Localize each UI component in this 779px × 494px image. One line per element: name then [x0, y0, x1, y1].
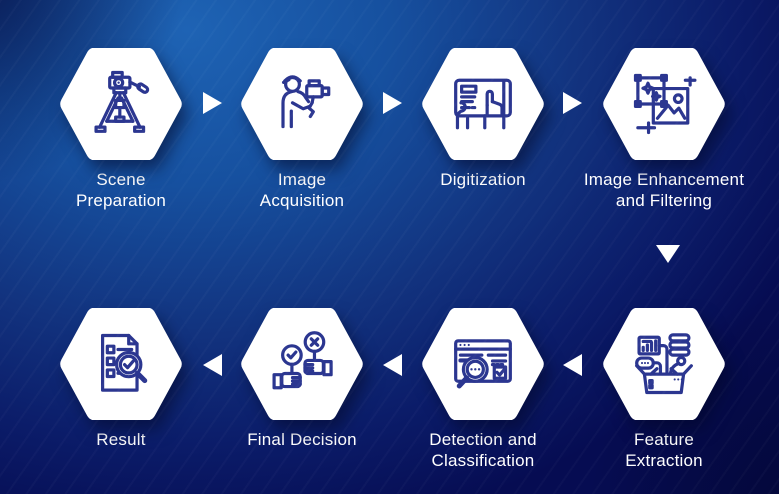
flow-arrow-left-icon — [563, 354, 582, 376]
hexagon-tile — [241, 48, 363, 160]
flow-arrow-left-icon — [383, 354, 402, 376]
cameraman-icon — [264, 66, 340, 142]
step-label: Final Decision — [247, 430, 357, 449]
approve-reject-hands-icon — [264, 326, 340, 402]
box-data-extraction-icon — [626, 326, 702, 402]
hexagon-tile — [60, 308, 182, 420]
step-label: Feature Extraction — [625, 430, 703, 471]
hexagon-tile — [241, 308, 363, 420]
step-detection-classification: Detection and Classification — [393, 308, 573, 471]
flow-arrow-right-icon — [383, 92, 402, 114]
flow-arrow-right-icon — [203, 92, 222, 114]
flow-arrow-right-icon — [563, 92, 582, 114]
step-final-decision: Final Decision — [212, 308, 392, 450]
step-label: Image Acquisition — [259, 170, 345, 211]
image-crop-enhance-icon — [626, 66, 702, 142]
browser-magnifier-icon — [445, 326, 521, 402]
step-image-acquisition: Image Acquisition — [212, 48, 392, 211]
hexagon-tile — [603, 48, 725, 160]
hexagon-tile — [603, 308, 725, 420]
document-checklist-magnifier-icon — [83, 326, 159, 402]
step-label: Result — [96, 430, 146, 449]
hexagon-tile — [422, 308, 544, 420]
step-label: Scene Preparation — [75, 170, 167, 211]
flow-arrow-left-icon — [203, 354, 222, 376]
step-result: Result — [31, 308, 211, 450]
hexagon-tile — [422, 48, 544, 160]
hexagon-shape — [241, 48, 363, 160]
step-feature-extraction: Feature Extraction — [574, 308, 754, 471]
step-label: Image Enhancement and Filtering — [583, 170, 745, 211]
step-label: Digitization — [440, 170, 526, 189]
step-digitization: Digitization — [393, 48, 573, 190]
tripod-camera-icon — [83, 66, 159, 142]
flow-arrow-down-icon — [656, 245, 680, 263]
step-scene-preparation: Scene Preparation — [31, 48, 211, 211]
step-image-enhancement-filtering: Image Enhancement and Filtering — [574, 48, 754, 211]
step-label: Detection and Classification — [429, 430, 537, 471]
hexagon-tile — [60, 48, 182, 160]
tablet-touch-icon — [445, 66, 521, 142]
